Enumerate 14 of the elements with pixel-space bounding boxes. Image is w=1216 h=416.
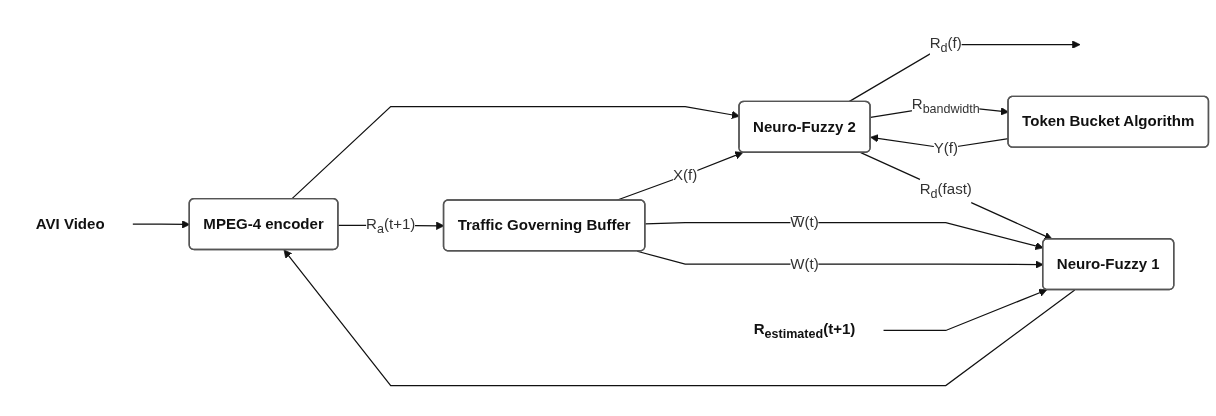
edge-label: Y(f) — [933, 139, 958, 156]
edge-label: R$_{a}$(t+1) — [366, 215, 416, 236]
edge-label: R$_{bandwidth}$ — [911, 95, 980, 116]
edge-label: W̅(t) — [790, 214, 819, 231]
arrow — [860, 152, 1053, 240]
node-text: AVI Video — [35, 215, 105, 232]
arrow — [882, 288, 1048, 332]
node-text: R$_{estimated}$(t+1) — [753, 320, 856, 341]
edge-label: W(t) — [790, 255, 819, 272]
edge-label: R$_{d}$(f) — [929, 34, 962, 55]
edge-label: R$_{d}$(fast) — [919, 181, 972, 202]
edge-label: X(f) — [673, 166, 698, 183]
arrow — [283, 249, 1076, 387]
arrow — [290, 105, 740, 200]
